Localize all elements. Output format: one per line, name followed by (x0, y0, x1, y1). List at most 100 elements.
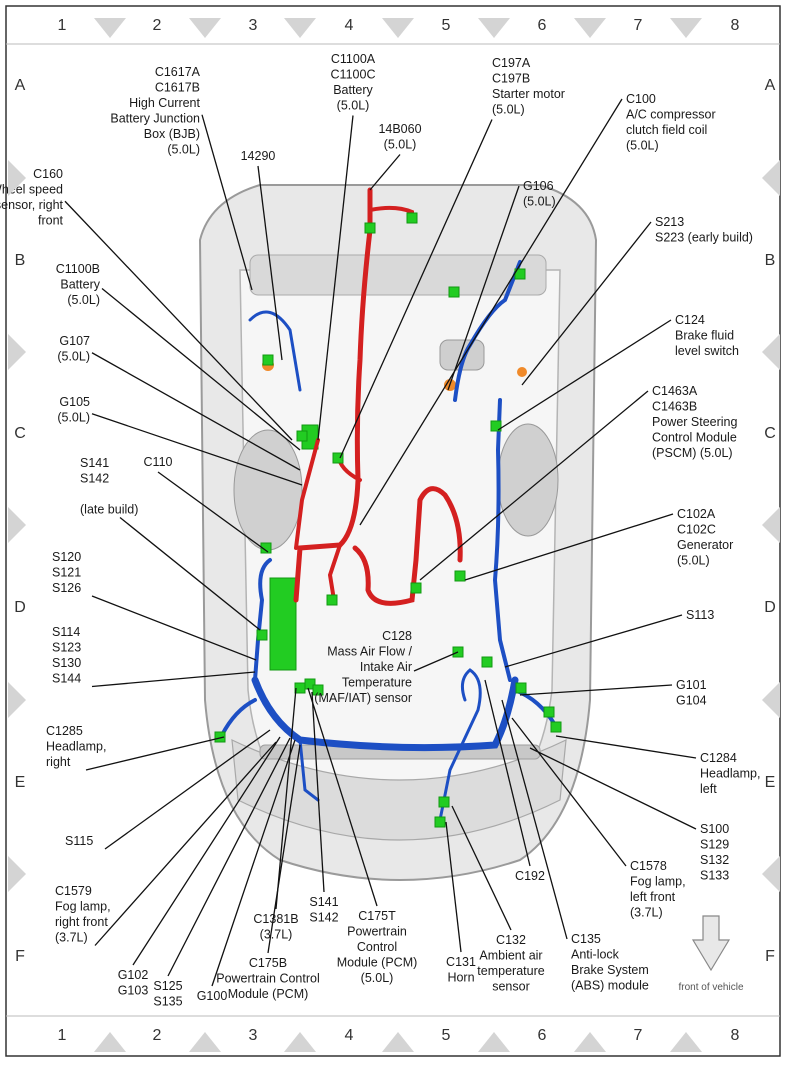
label-line: S115 (65, 834, 93, 848)
leader-c175b (267, 744, 301, 954)
battery-box (269, 577, 297, 671)
label-line: (MAF/IAT) sensor (314, 691, 412, 705)
leader-c1284 (555, 735, 697, 759)
label-line: Fog lamp, (55, 900, 111, 914)
leader-c1463 (419, 390, 649, 581)
label-line: S141 (80, 456, 109, 470)
grid-row-A-right: A (765, 77, 776, 94)
label-line: C160 (33, 167, 63, 181)
orange-fitting-left-2 (517, 367, 527, 377)
label-line: C1617B (155, 81, 200, 95)
grid-row-B-right: B (765, 252, 776, 269)
label-line: Ambient air (479, 949, 542, 963)
left-wheel-well (497, 423, 559, 537)
edge-marker-top-5 (574, 18, 606, 38)
label-line: C1284 (700, 751, 737, 765)
connector-marker-17 (490, 420, 502, 432)
label-line: S144 (52, 672, 81, 686)
label-line: temperature (477, 964, 544, 978)
label-line: Control (357, 940, 397, 954)
label-line: C1578 (630, 859, 667, 873)
label-line: S120 (52, 550, 81, 564)
edge-marker-left-0 (8, 160, 26, 196)
blue-top-right (248, 310, 302, 392)
connector-marker-7 (481, 656, 493, 668)
label-s113: S113 (686, 608, 714, 622)
label-line: S223 (early build) (655, 231, 753, 245)
edge-marker-top-4 (478, 18, 510, 38)
leader-c1617 (201, 114, 253, 291)
edge-marker-bottom-4 (478, 1032, 510, 1052)
leader-14290 (257, 165, 283, 361)
label-14290: 14290 (241, 149, 276, 163)
label-line: G100 (197, 989, 228, 1003)
grid-column-1-bottom: 1 (58, 1027, 67, 1044)
label-line: G107 (59, 334, 90, 348)
leader-g106 (447, 185, 520, 391)
grid-column-3-bottom: 3 (249, 1027, 258, 1044)
label-line: C175B (249, 956, 287, 970)
label-line: C197A (492, 56, 531, 70)
connector-marker-4 (410, 582, 422, 594)
label-line: S135 (153, 995, 182, 1009)
grid-column-2-bottom: 2 (153, 1027, 162, 1044)
leader-c1100b (101, 287, 301, 451)
connector-marker-23 (312, 684, 324, 696)
label-line: Battery Junction (110, 112, 200, 126)
label-line: (late build) (80, 503, 138, 517)
label-c110: C110 (144, 455, 173, 469)
leader-c1285 (85, 736, 225, 771)
grid-column-1-top: 1 (58, 17, 67, 34)
grid-column-7-bottom: 7 (634, 1027, 643, 1044)
label-line: C1100B (56, 262, 100, 276)
label-line: clutch field coil (626, 123, 707, 137)
grid-column-3-top: 3 (249, 17, 258, 34)
label-line: front (38, 214, 64, 228)
label-line: Anti-lock (571, 948, 620, 962)
label-line: C1579 (55, 884, 92, 898)
label-line: (PSCM) (5.0L) (652, 446, 733, 460)
label-line: 14B060 (378, 122, 421, 136)
label-line: Box (BJB) (144, 127, 200, 141)
label-line: (5.0L) (361, 971, 394, 985)
label-g105: G105(5.0L) (57, 395, 90, 425)
label-line: (5.0L) (57, 411, 90, 425)
grid-row-C-left: C (14, 425, 26, 442)
connector-marker-22 (304, 678, 316, 690)
leader-c128 (413, 651, 459, 672)
grid-row-A-left: A (15, 77, 26, 94)
label-line: Starter motor (492, 87, 565, 101)
leader-c102 (464, 513, 674, 581)
label-line: (5.0L) (492, 103, 525, 117)
grid-column-2-top: 2 (153, 17, 162, 34)
leader-g101 (519, 684, 673, 696)
label-line: C1617A (155, 65, 201, 79)
leader-g100 (211, 739, 296, 987)
label-line: (5.0L) (67, 293, 100, 307)
label-line: (5.0L) (626, 139, 659, 153)
edge-marker-top-2 (284, 18, 316, 38)
edge-marker-left-1 (8, 334, 26, 370)
leader-s125 (167, 737, 291, 977)
leader-c175t (307, 687, 378, 907)
front-arrow-icon (691, 915, 731, 972)
label-line: G101 (676, 678, 707, 692)
edge-marker-right-3 (762, 682, 780, 718)
leader-g102 (132, 736, 281, 966)
label-line: G102 (118, 968, 149, 982)
label-line: Battery (333, 83, 373, 97)
leader-c192 (484, 679, 531, 867)
label-line: S100 (700, 822, 729, 836)
leader-c1100a (317, 115, 354, 441)
label-line: Fog lamp, (630, 875, 686, 889)
